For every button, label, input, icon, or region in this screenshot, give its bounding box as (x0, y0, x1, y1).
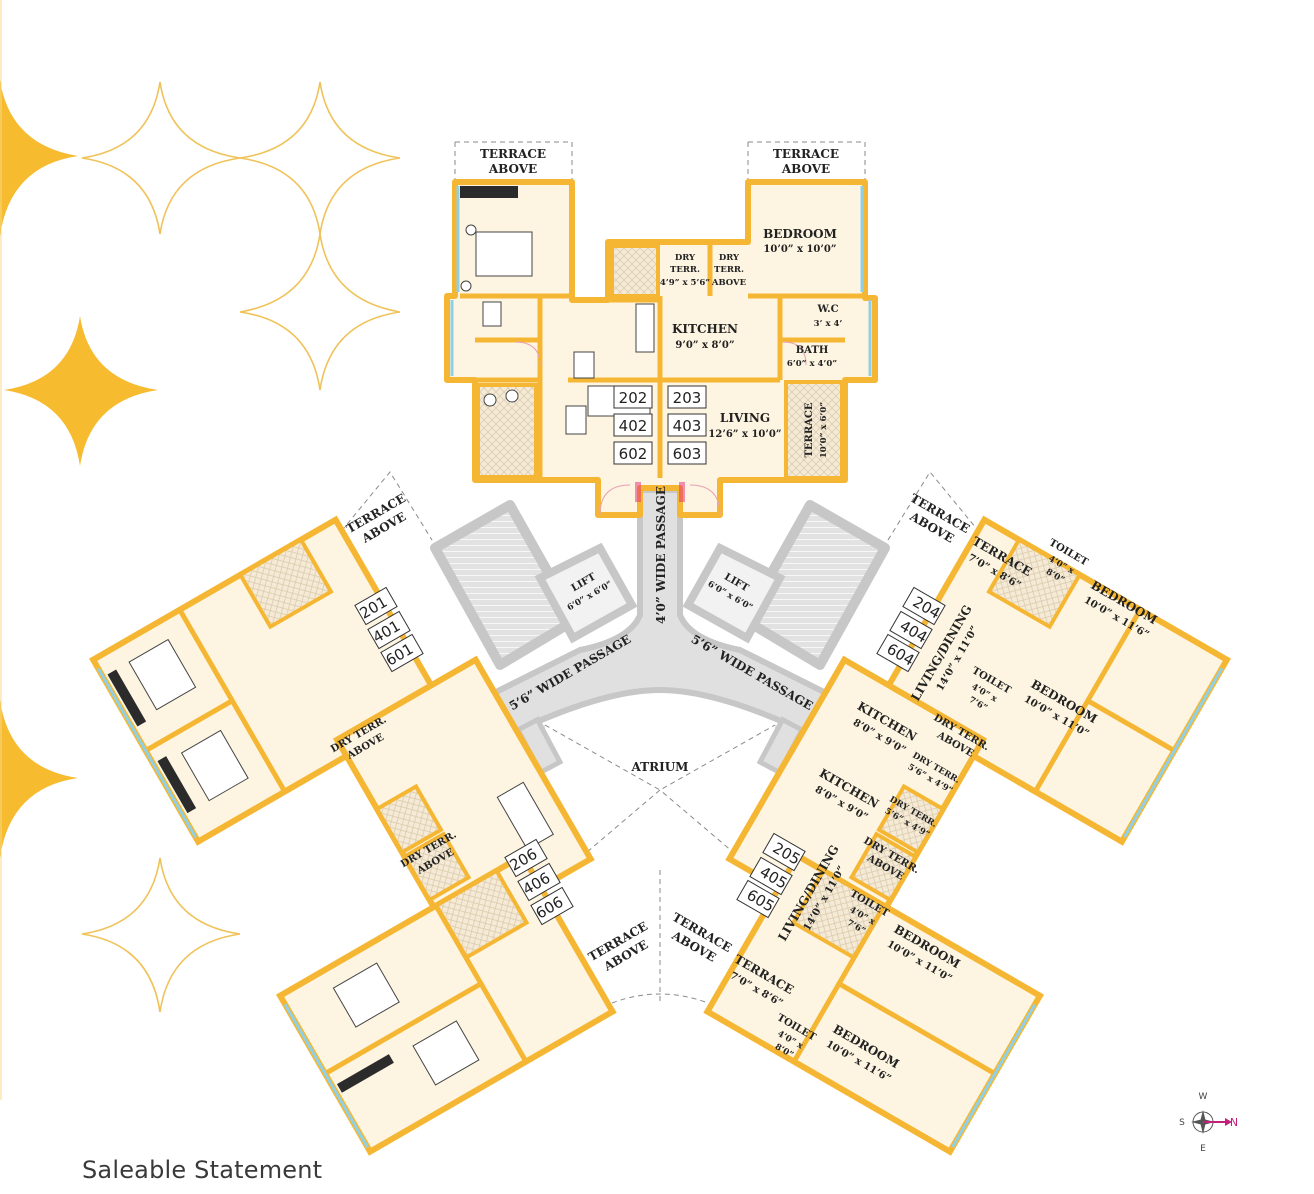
star-filled-icon (0, 80, 78, 236)
toilet-fixture (482, 301, 502, 327)
star-outline-icon (239, 233, 401, 391)
counter (573, 351, 595, 379)
wardrobe (460, 186, 518, 198)
room-size: 6’0” x 4’0” (787, 359, 837, 369)
fan-icon (465, 224, 477, 236)
top-wing (444, 179, 878, 518)
tile-dry-terrace (401, 831, 472, 903)
room-label: BATH (796, 345, 829, 356)
unit-number: 402 (619, 417, 648, 435)
compass-icon: W E S N (1179, 1092, 1238, 1154)
room-label: W.C (816, 304, 838, 315)
atrium-label: ATRIUM (631, 760, 689, 774)
room-label: DRY (719, 253, 740, 263)
room-size: 10’0” x 6’0” (819, 402, 829, 458)
terrace-above-label: TERRACE (480, 147, 546, 161)
chair (483, 393, 497, 407)
star-filled-icon (4, 316, 158, 466)
wardrobe (336, 1054, 394, 1093)
wardrobe (157, 756, 197, 814)
bed (180, 729, 249, 802)
unit-numbers-top: 202 402 602 203 403 603 (619, 389, 702, 463)
bed (332, 962, 400, 1028)
passage-label: 4’0” WIDE PASSAGE (654, 486, 668, 624)
tile-dry-terrace (610, 244, 660, 298)
decorative-stars (0, 0, 401, 1100)
room-label: BEDROOM (763, 227, 837, 241)
compass-west: W (1199, 1092, 1208, 1102)
unit-number: 403 (673, 417, 702, 435)
room-size: 9’0” x 8’0” (675, 340, 734, 351)
star-outline-icon (239, 81, 401, 235)
unit-number: 202 (619, 389, 648, 407)
unit-number-boxes-left (354, 586, 574, 926)
sofa (496, 781, 554, 850)
terrace-above-label: ABOVE (488, 162, 537, 176)
chair (505, 389, 519, 403)
wardrobe (107, 669, 147, 727)
star-outline-icon (81, 81, 241, 235)
fan-icon (460, 280, 472, 292)
tile-terrace (784, 380, 844, 480)
room-label: TERR. (670, 265, 700, 275)
unit-number-boxes-top (613, 385, 707, 465)
unit-number: 603 (673, 445, 702, 463)
room-size: 10’0” x 10’0” (763, 244, 836, 255)
passage-floor (477, 487, 843, 741)
room-label: KITCHEN (672, 322, 738, 336)
unit-number: 203 (673, 389, 702, 407)
compass-south: S (1179, 1118, 1185, 1128)
star-outline-icon (81, 857, 241, 1013)
room-size: 4’9” x 5’6” (660, 278, 710, 288)
star-filled-icon (0, 700, 78, 858)
tile-terrace (986, 537, 1083, 630)
top-wing-labels: TERRACE ABOVE TERRACE ABOVE BEDROOM 10’0… (480, 147, 842, 458)
room-label: TERRACE (804, 402, 815, 457)
caption-saleable-statement: Saleable Statement (82, 1156, 323, 1184)
room-label: LIVING (720, 411, 770, 425)
right-lift-shaft (682, 542, 786, 644)
terrace-above-label: ABOVE (781, 162, 830, 176)
room-size: 12’6” x 10’0” (708, 429, 781, 440)
tile-dry-terrace (876, 783, 946, 856)
table (565, 405, 587, 435)
counter (635, 303, 655, 353)
tile-dry-terrace (374, 783, 444, 856)
bed (475, 231, 533, 277)
room-size: 3’ x 4’ (814, 319, 843, 329)
atrium-lines (329, 141, 991, 1005)
room-label: ABOVE (711, 278, 747, 288)
room-label: DRY (675, 253, 696, 263)
left-lift-shaft (534, 542, 638, 644)
tile-dry-terrace (848, 831, 919, 903)
tile-terrace (237, 537, 334, 630)
bed (128, 638, 197, 711)
unit-number-boxes-right (736, 586, 946, 919)
compass-east: E (1200, 1144, 1206, 1154)
compass-north: N (1230, 1116, 1238, 1129)
unit-number: 602 (619, 445, 648, 463)
room-label: TERR. (714, 265, 744, 275)
terrace-above-label: TERRACE (773, 147, 839, 161)
bed (412, 1020, 480, 1086)
